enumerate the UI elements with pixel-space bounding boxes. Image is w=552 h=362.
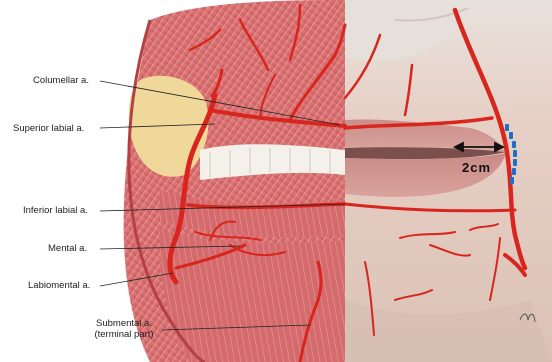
label-submental-line1: Submental a. [84, 318, 164, 329]
label-submental-line2: (terminal part) [84, 329, 164, 340]
label-submental-artery: Submental a. (terminal part) [84, 318, 164, 340]
dissection-side [124, 0, 345, 362]
skin-side [345, 0, 552, 362]
measurement-label: 2cm [462, 160, 491, 175]
label-labiomental-artery: Labiomental a. [28, 280, 90, 291]
label-superior-labial-artery: Superior labial a. [13, 123, 84, 134]
label-inferior-labial-artery: Inferior labial a. [23, 205, 88, 216]
label-columellar-artery: Columellar a. [33, 75, 89, 86]
label-mental-artery: Mental a. [48, 243, 87, 254]
